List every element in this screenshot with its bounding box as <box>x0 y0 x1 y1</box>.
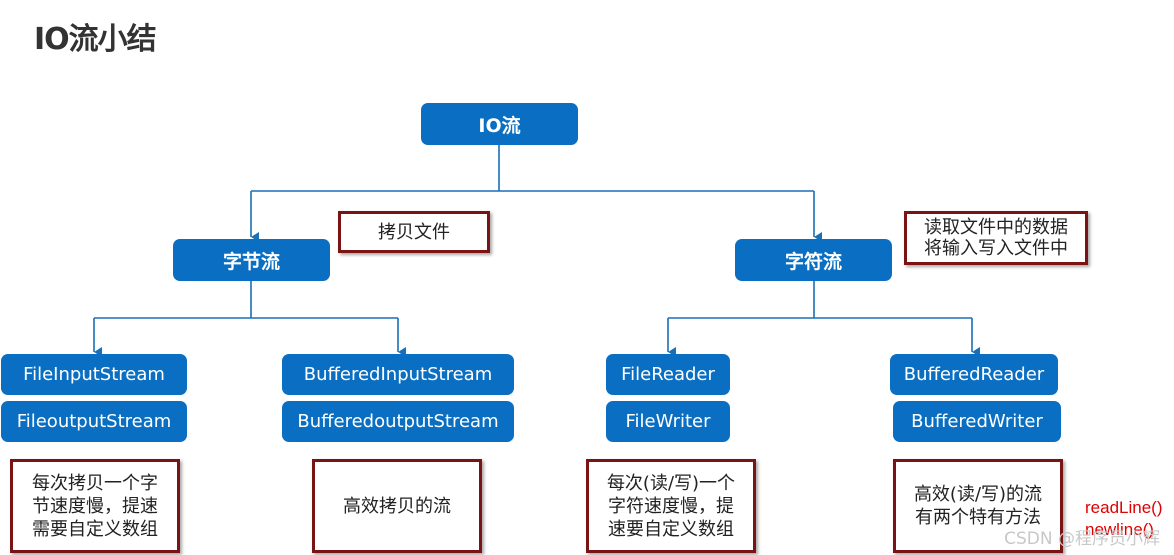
node-buffered-output-stream: BufferedoutputStream <box>282 401 514 442</box>
node-file-output-stream: FileoutputStream <box>1 401 187 442</box>
node-io-stream: IO流 <box>421 103 578 145</box>
method-newline: newline() <box>1085 520 1154 539</box>
page-title: IO流小结 <box>34 22 157 57</box>
note-char-slow-line-3: 速要自定义数组 <box>608 518 734 540</box>
note-byte-slow-line-3: 需要自定义数组 <box>32 518 158 540</box>
note-byte-fast: 高效拷贝的流 <box>312 459 482 553</box>
node-file-input-stream: FileInputStream <box>1 354 187 395</box>
node-file-reader: FileReader <box>606 354 730 395</box>
note-byte-fast-text: 高效拷贝的流 <box>343 495 451 517</box>
note-char-slow-line-1: 每次(读/写)一个 <box>606 472 736 494</box>
note-byte-slow-line-1: 每次拷贝一个字 <box>32 472 158 494</box>
note-char-fast-line-1: 高效(读/写)的流 <box>913 484 1043 505</box>
note-read-write-line-1: 读取文件中的数据 <box>924 217 1068 238</box>
node-buffered-writer: BufferedWriter <box>893 401 1061 442</box>
note-char-slow-line-2: 字符速度慢，提 <box>608 495 734 517</box>
note-char-fast: 高效(读/写)的流 有两个特有方法 <box>893 459 1063 553</box>
node-buffered-reader: BufferedReader <box>890 354 1058 395</box>
node-char-stream: 字符流 <box>735 239 892 281</box>
note-char-fast-line-2: 有两个特有方法 <box>915 507 1041 528</box>
note-copy-file-text: 拷贝文件 <box>378 221 450 243</box>
method-readline: readLine() <box>1085 498 1163 517</box>
note-read-write: 读取文件中的数据 将输入写入文件中 <box>904 211 1088 265</box>
node-buffered-input-stream: BufferedInputStream <box>282 354 514 395</box>
note-byte-slow: 每次拷贝一个字 节速度慢，提速 需要自定义数组 <box>10 459 180 553</box>
note-copy-file: 拷贝文件 <box>338 211 490 253</box>
watermark: CSDN @程序员小辉 <box>1004 529 1160 549</box>
note-char-slow: 每次(读/写)一个 字符速度慢，提 速要自定义数组 <box>586 459 756 553</box>
node-file-writer: FileWriter <box>606 401 730 442</box>
note-byte-slow-line-2: 节速度慢，提速 <box>32 495 158 517</box>
note-read-write-line-2: 将输入写入文件中 <box>924 238 1068 259</box>
node-byte-stream: 字节流 <box>173 239 330 281</box>
